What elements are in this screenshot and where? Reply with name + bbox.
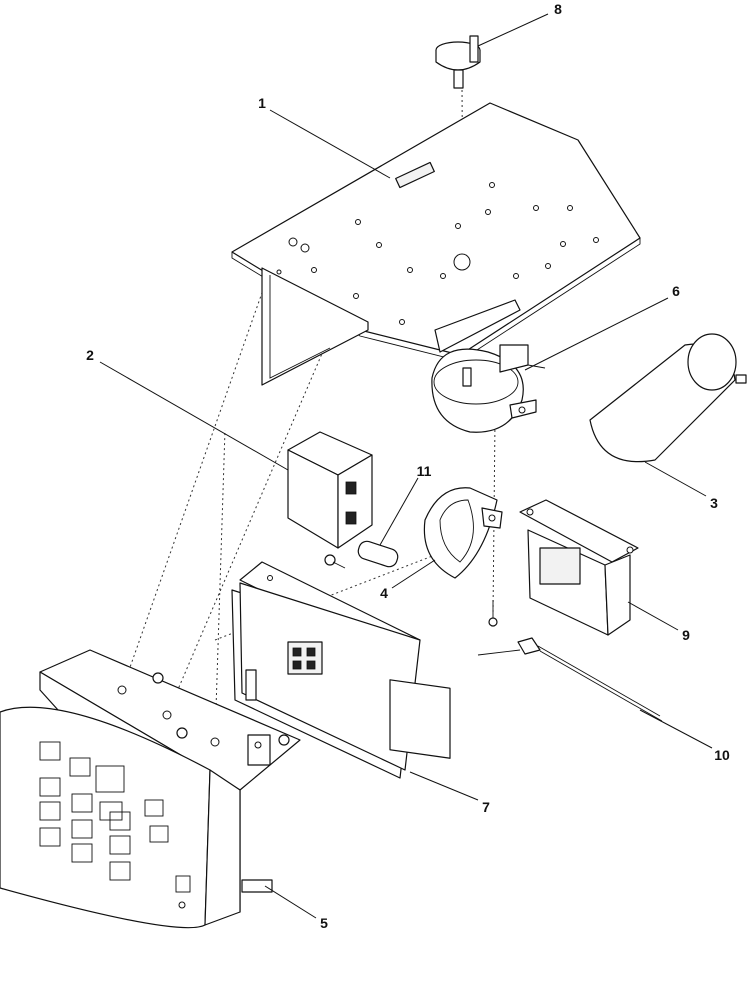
transformer — [519, 499, 639, 636]
turntable-motor — [431, 344, 546, 433]
callout-5: 5 — [320, 915, 328, 931]
fuse — [324, 540, 399, 569]
callout-4: 4 — [380, 585, 388, 601]
callout-6: 6 — [672, 283, 680, 299]
callout-10: 10 — [714, 747, 730, 763]
wire-lead — [477, 637, 663, 722]
callout-1: 1 — [258, 95, 266, 111]
control-panel — [0, 649, 301, 929]
callout-3: 3 — [710, 495, 718, 511]
mounting-plate — [231, 102, 641, 386]
callout-7: 7 — [482, 799, 490, 815]
callout-11: 11 — [417, 463, 432, 479]
capacitor-band — [423, 487, 503, 627]
callout-2: 2 — [86, 347, 94, 363]
callout-8: 8 — [554, 1, 562, 17]
knob-shaft — [435, 35, 481, 89]
control-board — [231, 561, 451, 779]
relay-block — [287, 431, 373, 549]
callout-9: 9 — [682, 627, 690, 643]
leader-lines — [99, 13, 713, 919]
capacitor — [589, 333, 747, 463]
callout-labels: 1 2 3 4 5 6 7 8 9 10 11 — [86, 1, 730, 931]
